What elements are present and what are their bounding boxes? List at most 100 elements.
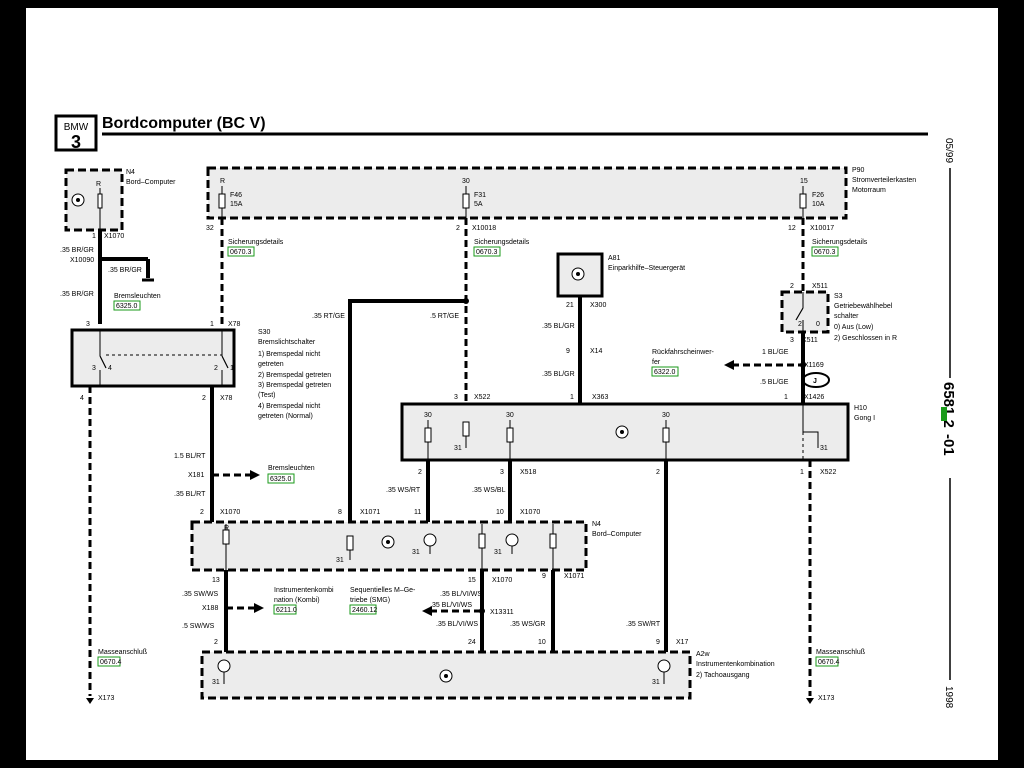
s30-sw-2: 2 [214, 365, 218, 372]
switch-icon [795, 307, 804, 321]
s30-pin-1: 1 [210, 321, 214, 328]
s30-sw-1: 1 [230, 365, 234, 372]
s3-sw-2: 2 [798, 321, 802, 328]
marker-j [802, 372, 830, 388]
control-unit-icon-dot [620, 430, 624, 434]
a81-conn: X300 [590, 302, 606, 309]
wire-label-wsgr: .35 WS/GR [510, 621, 545, 628]
wire-label-blgr-3: 1 BL/GE [762, 349, 789, 356]
s30-state-item: getreten (Normal) [258, 413, 313, 420]
h10-int-31a: 31 [454, 445, 462, 452]
ref-box [227, 246, 255, 257]
control-unit-icon-dot [386, 540, 390, 544]
s30-box [70, 328, 236, 388]
n4-mid-int-31c: 31 [494, 549, 502, 556]
h10-pin-3: 3 [454, 394, 458, 401]
s3-item-2: 2) Geschlossen in R [834, 335, 897, 342]
x181-label: Bremsleuchten [268, 465, 315, 472]
s30-states: 1) Bremspedal nicht getreten 2) Bremsped… [258, 351, 331, 420]
wire-label-rtge-1: .35 RT/GE [312, 313, 345, 320]
resistor-icon [506, 427, 514, 443]
x188-ref[interactable]: 6211.0 [276, 607, 297, 614]
n4-top-id: N4 [126, 169, 135, 176]
h10-pin-2b: 2 [656, 469, 660, 476]
schematic-sheet: BMW 3 Bordcomputer (BC V) 05/99 6581.2 -… [26, 8, 998, 760]
a81-name: Einparkhilfe–Steuergerät [608, 265, 685, 272]
ground-right-ref[interactable]: 0670.4 [818, 659, 840, 666]
logo-brand: BMW [64, 122, 89, 133]
smg-conn: X13311 [490, 609, 514, 616]
arrow-left-icon [422, 606, 432, 616]
resistor-icon [549, 533, 557, 549]
ground-left-ref[interactable]: 0670.4 [100, 659, 122, 666]
s3-sw-0: 0 [816, 321, 820, 328]
a2w-name: Instrumentenkombination [696, 661, 775, 668]
f31-conn: X10018 [472, 225, 496, 232]
bremsleuchten-top-ref[interactable]: 6325.0 [116, 303, 138, 310]
smg-label-2: triebe (SMG) [350, 597, 390, 604]
resistor-icon [424, 427, 432, 443]
page-suffix: -01 [940, 434, 957, 456]
h10-int-31b: 31 [820, 445, 828, 452]
n4-mid-pin-11: 11 [414, 509, 421, 516]
x188-label-1: Instrumentenkombi [274, 587, 334, 594]
marker-j-text: J [813, 378, 817, 385]
wire-label-swws-1: .35 SW/WS [182, 591, 219, 598]
f31-top: 30 [462, 178, 470, 185]
control-unit-icon-dot [576, 272, 580, 276]
h10-int-30b: 30 [506, 412, 514, 419]
h10-pin-2a: 2 [418, 469, 422, 476]
ref-box [267, 473, 295, 484]
n4-mid-id: N4 [592, 521, 601, 528]
h10-int-30c: 30 [662, 412, 670, 419]
f31-ref[interactable]: 0670.3 [476, 249, 498, 256]
resistor-icon [97, 193, 103, 209]
s3-pin-top: 2 [790, 283, 794, 290]
ref-box [349, 604, 377, 615]
h10-conn-x363: X363 [592, 394, 608, 401]
a2w-conn-x17: X17 [676, 639, 689, 646]
s3-item-0: 0) Aus (Low) [834, 324, 873, 331]
n4-top-name: Bord–Computer [126, 179, 176, 186]
f31-pin: 2 [456, 225, 460, 232]
f46-ref[interactable]: 0670.3 [230, 249, 252, 256]
resistor-icon [346, 535, 354, 551]
n4-mid-conn-x1071a: X1071 [360, 509, 380, 516]
x14-conn: X14 [590, 348, 603, 355]
junction-dot [463, 298, 469, 304]
h10-conn-x522-top: X522 [474, 394, 490, 401]
a2w-item: 2) Tachoausgang [696, 672, 750, 679]
f26-pin: 12 [788, 225, 796, 232]
f26-ref[interactable]: 0670.3 [814, 249, 836, 256]
s3-pin-bottom: 3 [790, 337, 794, 344]
x188-label-2: nation (Kombi) [274, 597, 320, 604]
s30-sw-3: 3 [92, 365, 96, 372]
h10-conn-x1426: X1426 [804, 394, 824, 401]
n4-mid-name: Bord–Computer [592, 531, 642, 538]
rueckfahr-label-2: fer [652, 359, 661, 366]
transistor-icon [423, 533, 437, 547]
resistor-icon [222, 529, 230, 545]
wire-label-blrt-1: 1.5 BL/RT [174, 453, 206, 460]
n4-mid-pin-15: 15 [468, 577, 476, 584]
rueckfahr-ref[interactable]: 6322.0 [654, 369, 676, 376]
resistor-icon [662, 427, 670, 443]
page-title: Bordcomputer (BC V) [102, 115, 266, 132]
s30-pin-3: 3 [86, 321, 90, 328]
bmw-series-logo: BMW 3 [54, 114, 98, 152]
bremsleuchten-top-label: Bremsleuchten [114, 293, 161, 300]
ref-box [651, 366, 679, 377]
f46-label: F46 [230, 192, 242, 199]
wire-label-blgr-2: .35 BL/GR [542, 371, 575, 378]
h10-name: Gong I [854, 415, 875, 422]
x181-ref[interactable]: 6325.0 [270, 476, 292, 483]
f46-amp: 15A [230, 201, 243, 208]
a81-id: A81 [608, 255, 621, 262]
page-number-marker [941, 407, 947, 421]
wire-label-brgr-3: .35 BR/GR [60, 291, 94, 298]
smg-label-1: Sequentielles M–Ge- [350, 587, 416, 594]
wire-label-wsbl: .35 WS/BL [472, 487, 506, 494]
n4-top-pin-r: R [96, 181, 101, 188]
n4-mid-conn-x1071b: X1071 [564, 573, 584, 580]
smg-ref[interactable]: 2460.12 [352, 607, 377, 614]
